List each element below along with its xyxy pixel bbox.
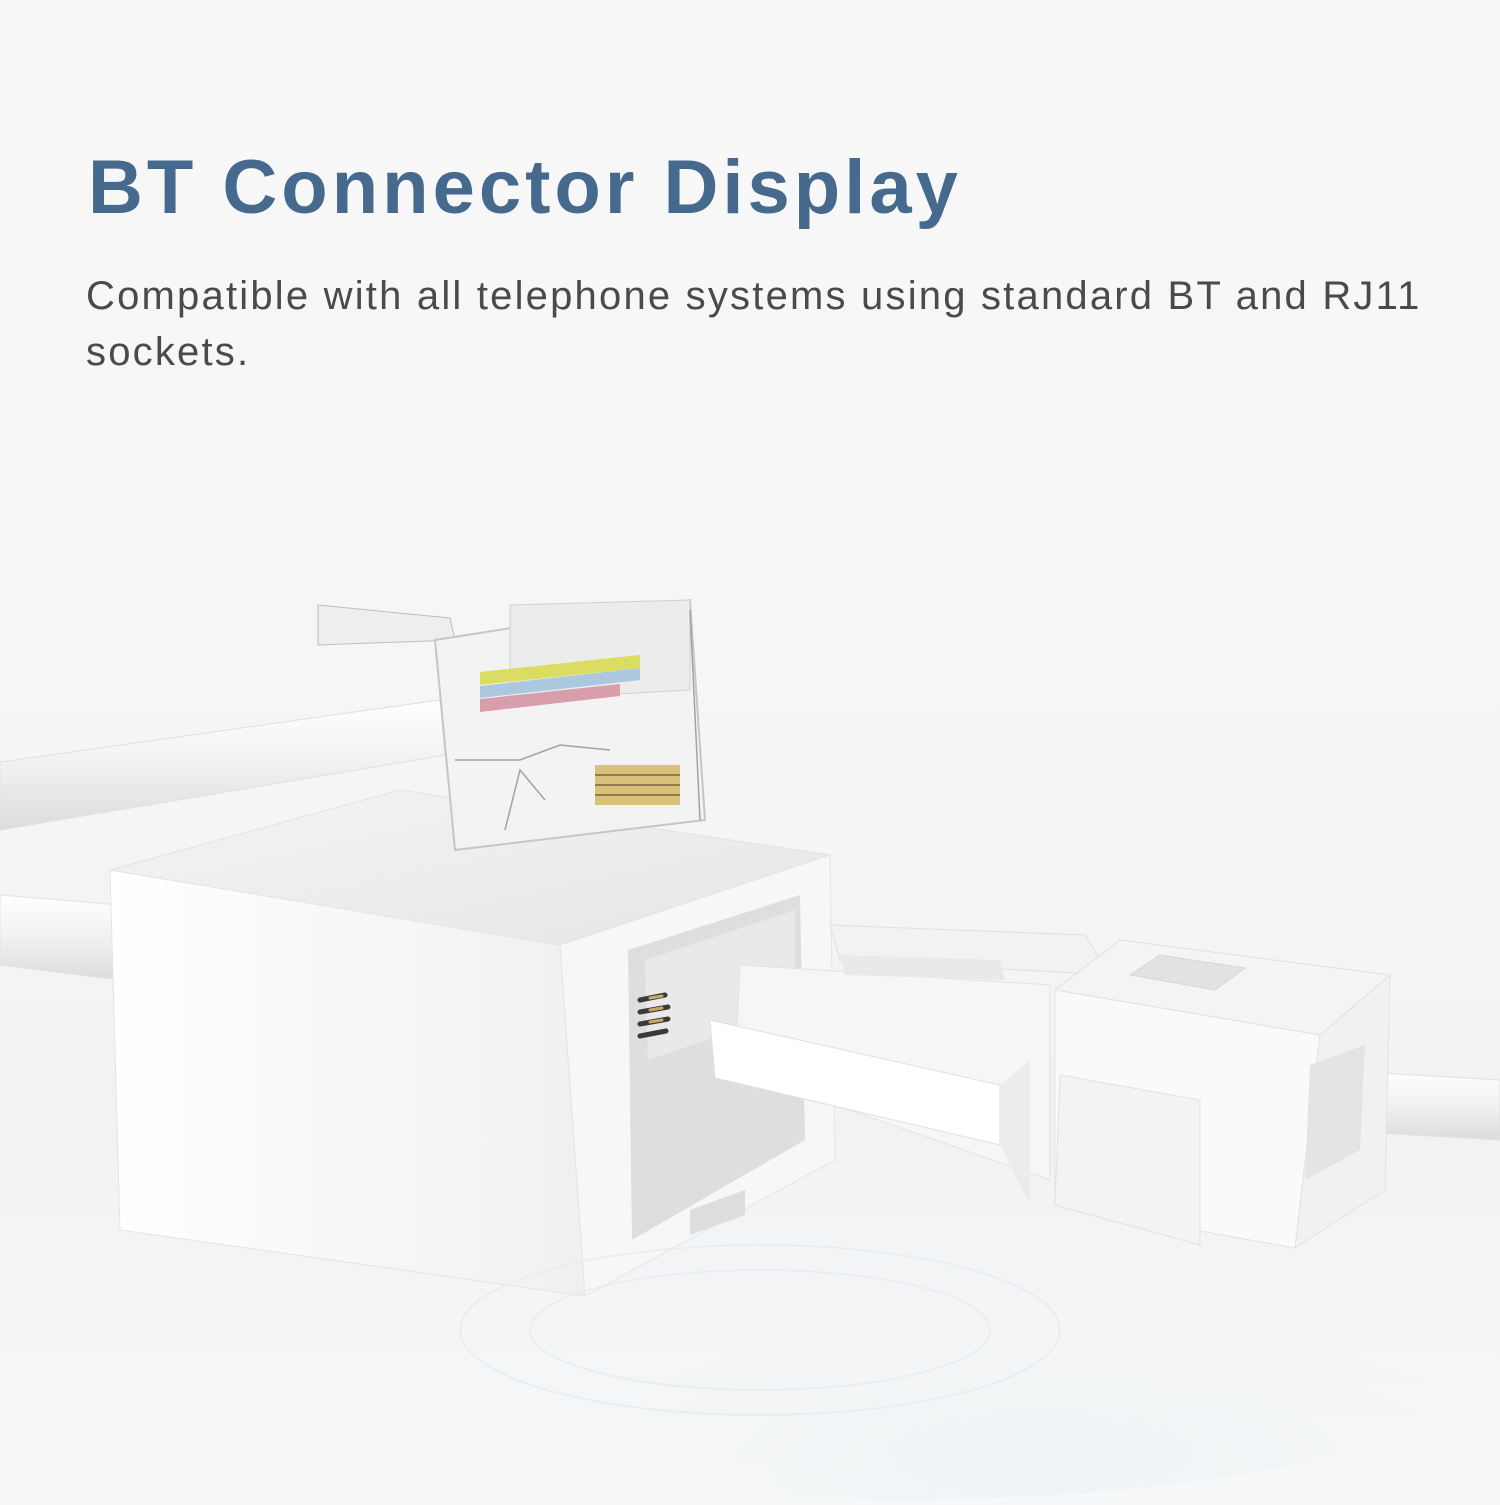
rj11-plug xyxy=(317,598,707,852)
page-title: BT Connector Display xyxy=(88,145,962,230)
bt-plug xyxy=(709,924,1392,1249)
bt-coupler xyxy=(109,789,836,1297)
product-illustration xyxy=(0,560,1500,1500)
page-subtitle: Compatible with all telephone systems us… xyxy=(86,274,1422,374)
